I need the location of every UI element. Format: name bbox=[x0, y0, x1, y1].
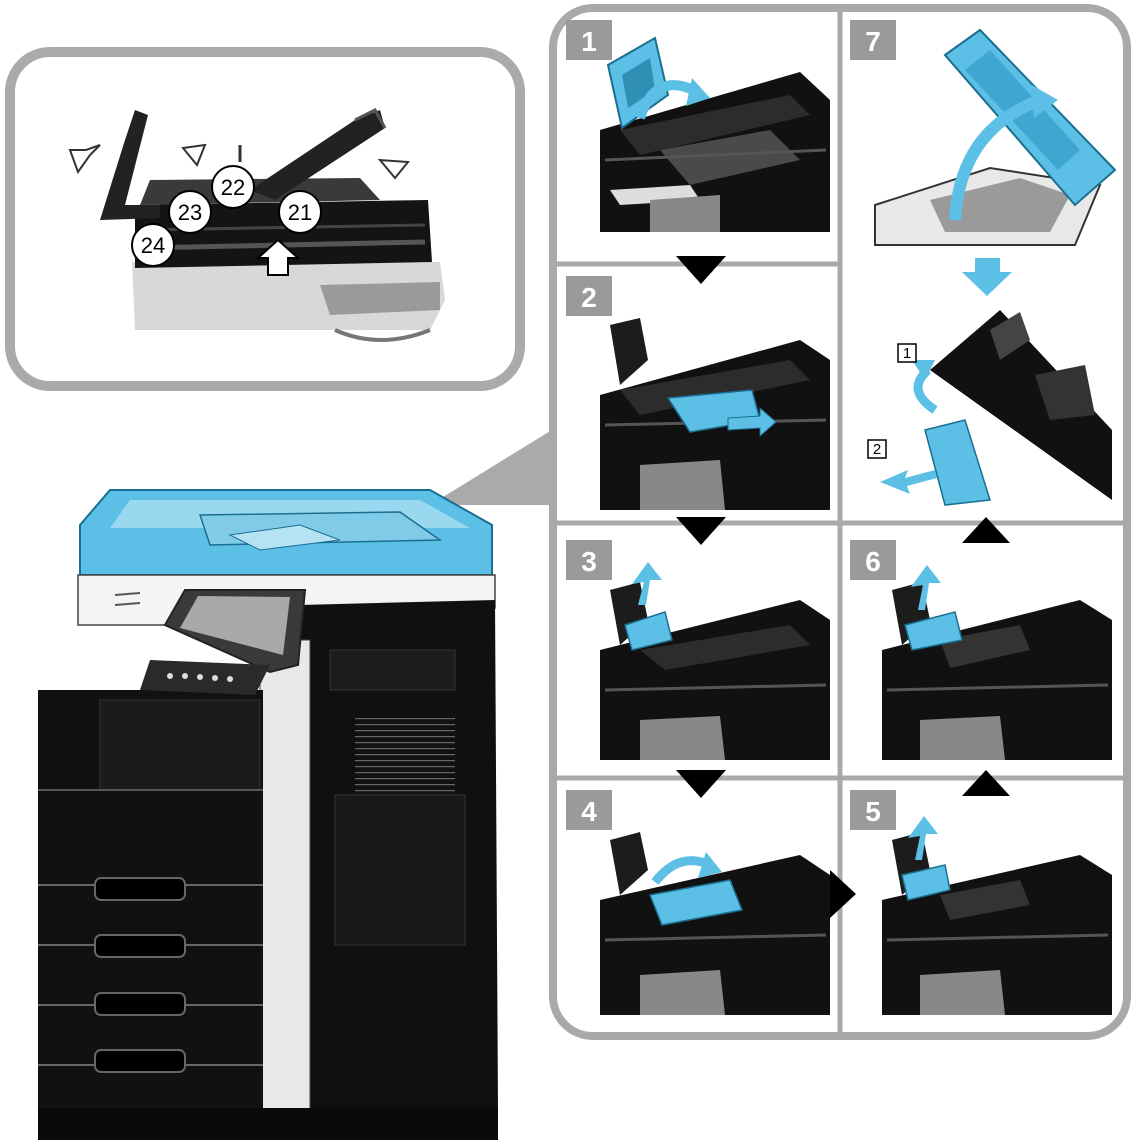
sub-label-1-text: 1 bbox=[903, 345, 911, 362]
step-tab-4: 4 bbox=[566, 790, 612, 830]
step-3-number: 3 bbox=[581, 546, 597, 577]
step-tab-6: 6 bbox=[850, 540, 896, 580]
callout-22-label: 22 bbox=[221, 175, 245, 200]
callout-23: 23 bbox=[169, 191, 211, 233]
step-tab-3: 3 bbox=[566, 540, 612, 580]
sub-label-2-text: 2 bbox=[873, 441, 881, 458]
step-2-number: 2 bbox=[581, 282, 597, 313]
callout-22: 22 bbox=[212, 166, 254, 208]
step-7-number: 7 bbox=[865, 26, 881, 57]
callout-24-label: 24 bbox=[141, 233, 165, 258]
step-tab-1: 1 bbox=[566, 20, 612, 60]
step-4-number: 4 bbox=[581, 796, 597, 827]
callout-21: 21 bbox=[279, 191, 321, 233]
step-7-sub-label-1: 1 bbox=[898, 344, 916, 362]
callout-21-label: 21 bbox=[288, 200, 312, 225]
step-tab-7: 7 bbox=[850, 20, 896, 60]
callout-24: 24 bbox=[132, 224, 174, 266]
step-tab-2: 2 bbox=[566, 276, 612, 316]
step-5-number: 5 bbox=[865, 796, 881, 827]
step-7-sub-label-2: 2 bbox=[868, 440, 886, 458]
step-tab-5: 5 bbox=[850, 790, 896, 830]
callout-23-label: 23 bbox=[178, 200, 202, 225]
step-1-number: 1 bbox=[581, 26, 597, 57]
step-6-number: 6 bbox=[865, 546, 881, 577]
printer-illustration bbox=[38, 490, 498, 1140]
